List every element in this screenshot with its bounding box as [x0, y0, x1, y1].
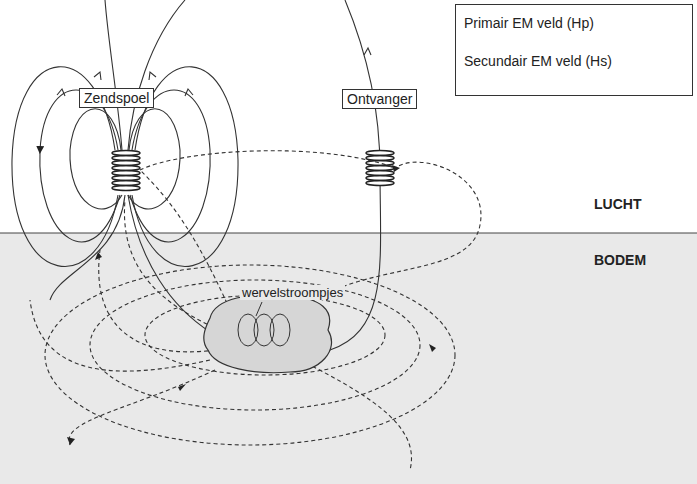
box-label: Zendspoel — [84, 90, 149, 106]
legend-box: Primair EM veld (Hp) Secundair EM veld (H… — [455, 4, 693, 96]
legend-text: Primair EM veld (Hp) — [464, 15, 594, 31]
secondary-arrowheads — [67, 165, 436, 445]
secondary-field-lines — [30, 151, 481, 470]
receiver-coil — [366, 150, 394, 186]
zone-label: LUCHT — [594, 196, 641, 212]
conductive-object — [204, 295, 332, 373]
label-box: Ontvanger — [342, 89, 417, 109]
eddy-currents — [238, 302, 290, 346]
zone-label: BODEM — [594, 252, 646, 268]
label-box: Zendspoel — [79, 88, 154, 108]
box-label: Ontvanger — [347, 91, 412, 107]
transmitter-coil — [112, 150, 140, 192]
ground-surface — [0, 233, 697, 234]
legend-text: Secundair EM veld (Hs) — [464, 53, 612, 69]
ground — [0, 233, 697, 484]
primary-field-lines — [12, 0, 381, 357]
callout-label: wervelstroompjes — [240, 285, 345, 300]
